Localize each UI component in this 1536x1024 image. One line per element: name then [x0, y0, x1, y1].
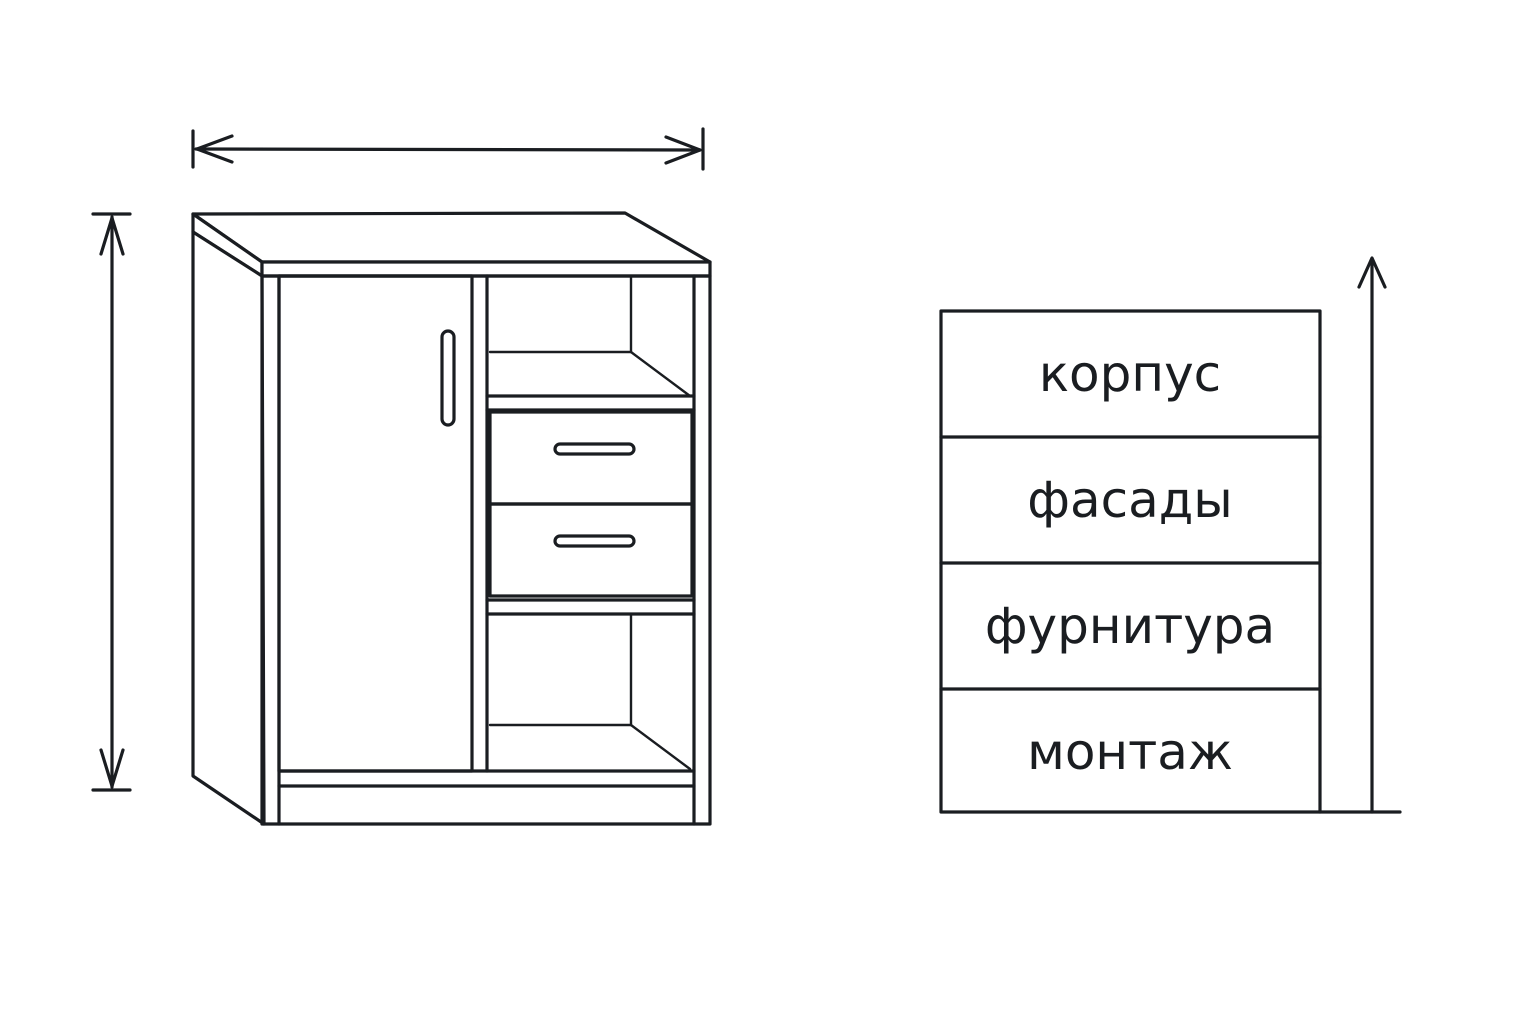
drawer-upper	[488, 410, 694, 506]
cabinet-top-front-edge	[260, 260, 712, 278]
height-arrow-top-head	[99, 216, 125, 256]
drawer-upper-handle-icon	[553, 442, 636, 456]
width-arrow-right-head	[664, 135, 702, 165]
stack-layer-furnitura: фурнитура	[985, 597, 1275, 655]
stack-arrow-head	[1357, 256, 1387, 289]
stack-up-arrow-icon	[1318, 256, 1402, 814]
cabinet-top-surface	[191, 211, 712, 264]
drawer-lower	[488, 502, 694, 598]
height-dimension-arrow-icon	[91, 212, 132, 792]
width-dimension-arrow-icon	[191, 127, 705, 171]
drawer-lower-handle-icon	[553, 534, 636, 548]
height-arrow-bottom-head	[99, 748, 125, 788]
stack-layer-montazh: монтаж	[1027, 723, 1233, 781]
cabinet-left-side	[191, 230, 266, 826]
width-arrow-left-head	[195, 134, 234, 164]
stack-layer-korpus: корпус	[1039, 345, 1221, 403]
stack-layer-fasady: фасады	[1027, 471, 1233, 529]
door-handle-icon	[440, 329, 456, 427]
width-arrow-shaft	[194, 147, 702, 152]
layer-stack: корпус фасады фурнитура монтаж	[939, 309, 1322, 814]
lower-niche-diagonal	[629, 723, 692, 771]
cabinet-drawing	[191, 211, 712, 826]
cabinet-door	[277, 274, 474, 773]
upper-niche-diagonal	[629, 350, 692, 398]
